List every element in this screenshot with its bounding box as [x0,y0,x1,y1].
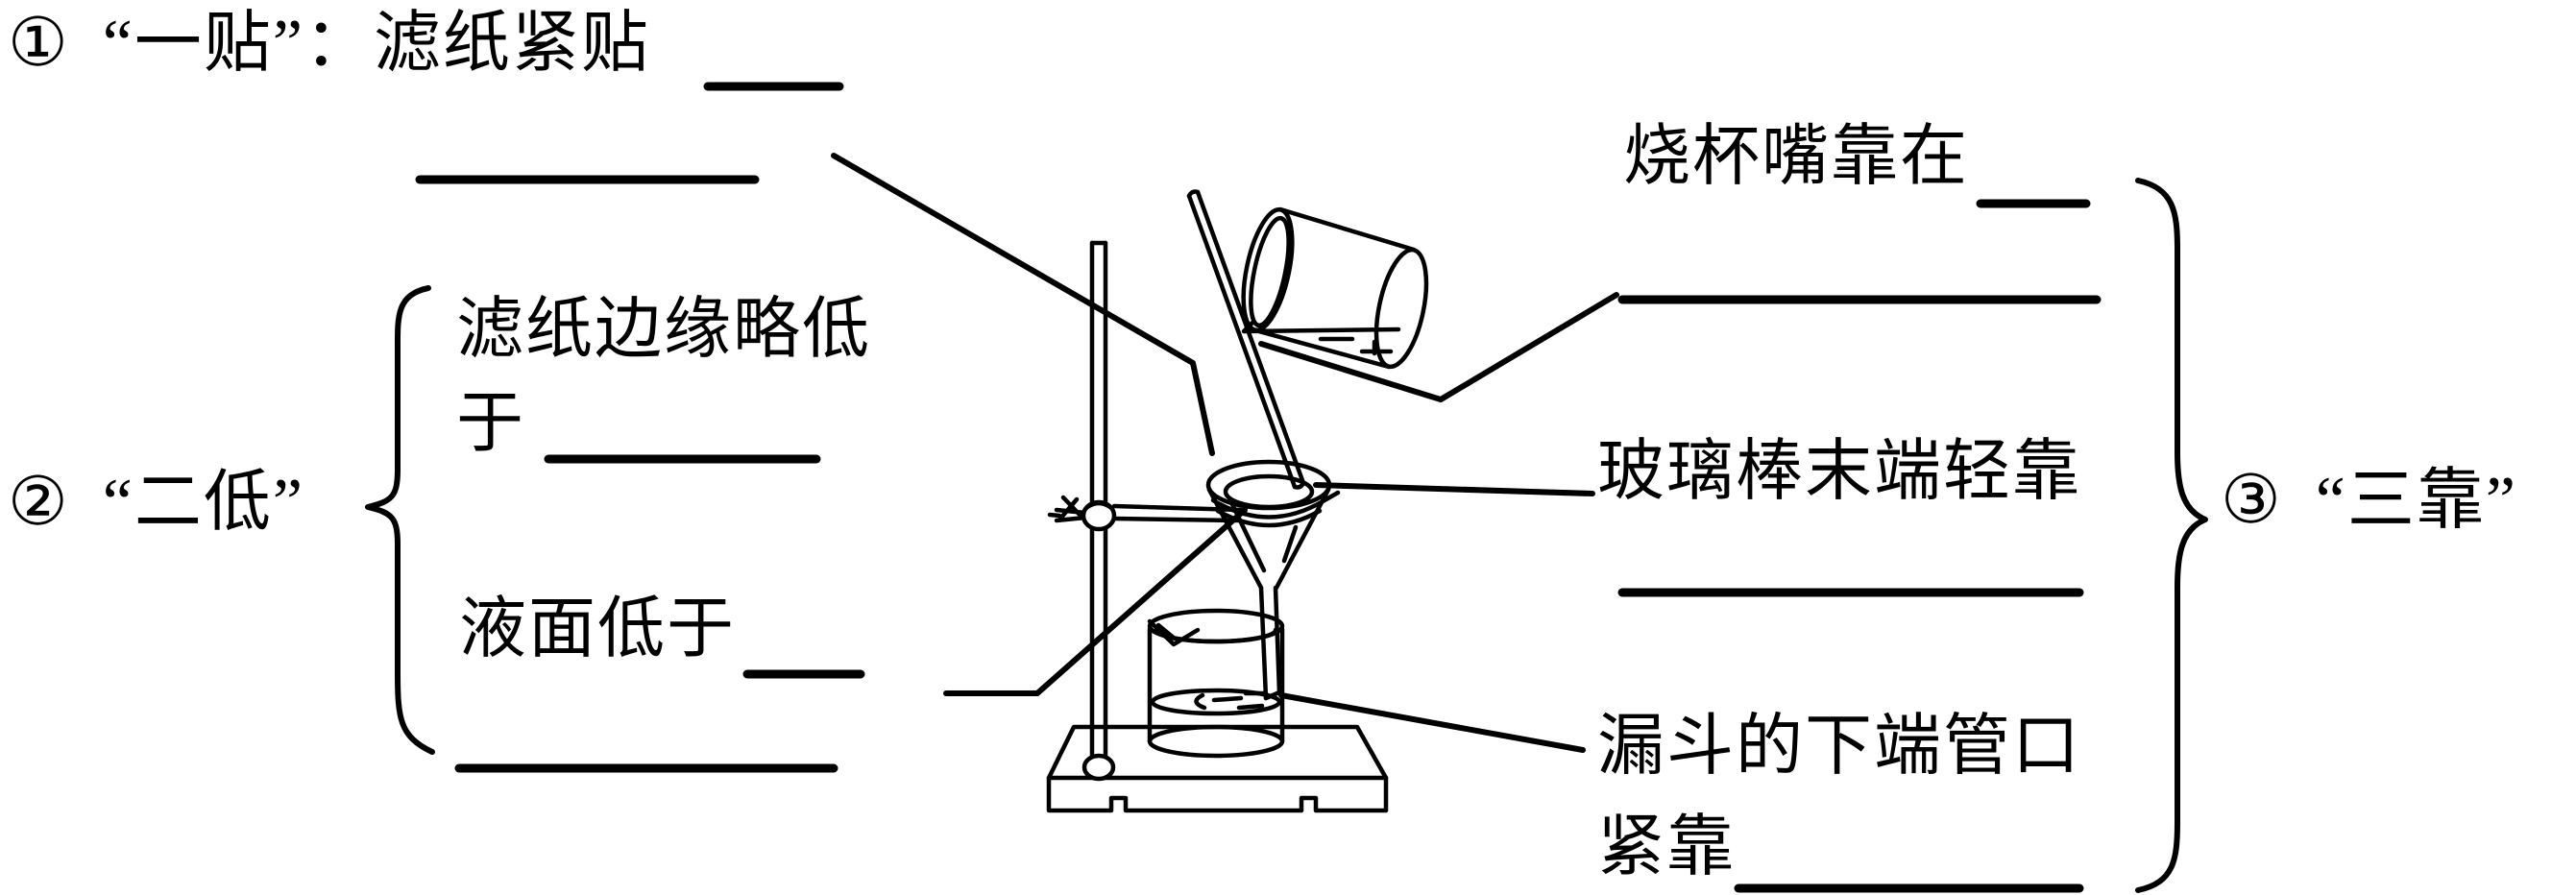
glass-rod-label: 玻璃棒末端轻靠 [1597,435,2081,509]
pouring-beaker-side [1252,327,1392,370]
support-ring-tab [1322,490,1341,503]
paper-edge-line1: 滤纸边缘略低 [456,293,871,367]
clamp-wing-nut [1057,495,1083,521]
leader-item1-to-funnel [831,153,1215,456]
item1-line: ① “一贴”：滤纸紧贴 [8,8,650,81]
support-ring [1210,497,1327,520]
item1-number: ① [8,7,70,81]
paper-edge-line2-prefix: 于 [456,387,525,461]
glass-rod-tip [1292,480,1306,490]
support-ring [1215,508,1323,528]
item2-term: “二低” [102,466,304,540]
funnel-highlight [1281,524,1299,564]
funnel-tube-label-line1: 漏斗的下端管口 [1597,710,2081,784]
item1-text: 滤纸紧贴 [373,7,650,81]
item2-number: ② [8,466,70,540]
filtrate-surface [1150,688,1282,716]
leader-lines [831,153,1619,753]
glass-rod-line [1186,193,1298,490]
right-brace [2135,178,2208,893]
blank-underlines [415,82,2102,893]
leader-liquid-level-to-funnel [943,507,1248,696]
beaker-bottom [1147,724,1285,759]
funnel-cone-right [1274,487,1331,591]
receiving-beaker [1147,608,1285,759]
item3-term: “三靠” [2315,464,2517,538]
glass-rod [1186,189,1306,490]
item1-term: “一贴” [102,7,304,81]
beaker-spout-inner [1155,622,1178,641]
stand-rod-foot [1081,753,1116,782]
funnel [1205,459,1332,701]
pouring-beaker [1241,206,1429,370]
funnel-cone-left [1206,487,1264,591]
funnel-stem [1258,585,1269,701]
liquid-level-label: 液面低于 [459,593,736,666]
funnel-rim [1205,459,1332,511]
poured-liquid-surface [1242,327,1401,334]
funnel-stem [1273,585,1282,695]
item3-number: ③ [2221,464,2283,538]
leader-funnel-tube [1278,692,1586,753]
beaker-spout [1147,618,1201,647]
leader-beaker-spout [1258,292,1619,402]
braces [365,178,2208,893]
filtrate-marks [1194,690,1269,711]
item2-label: ② “二低” [8,467,304,540]
liquid-marks [1318,336,1394,356]
filter-paper-fold [1227,497,1267,573]
pouring-beaker-mouth-inner [1249,215,1291,328]
glass-rod-top [1186,189,1201,199]
filter-paper-edge [1223,473,1315,510]
pouring-beaker-side [1277,206,1417,253]
glass-rod-line [1195,189,1306,486]
clamp-boss-notch [1083,500,1114,511]
funnel-tube-label-line2: 紧靠 [1597,810,1736,884]
item3-label: ③ “三靠” [2221,465,2517,538]
leader-glass-rod [1313,482,1595,496]
iron-stand [1046,240,1389,813]
left-brace [365,285,435,755]
stand-base-skirt [1046,775,1389,813]
beaker-spout-label: 烧杯嘴靠在 [1623,120,1969,194]
item1-colon: ： [304,7,374,81]
